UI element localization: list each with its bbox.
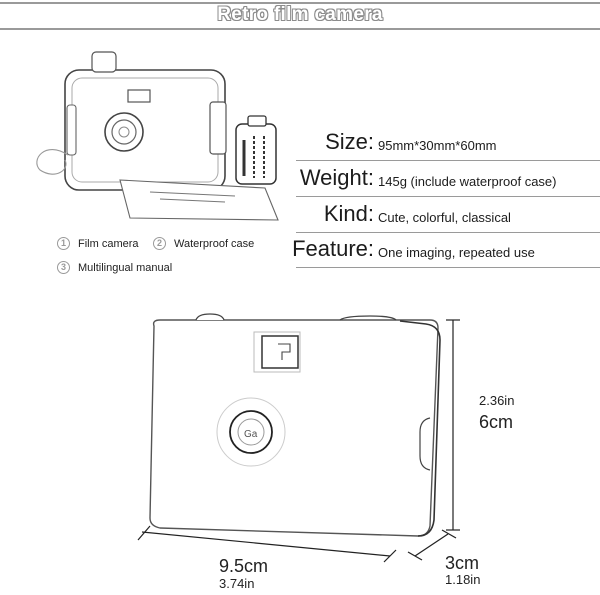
height-cm-label: 6cm <box>479 412 514 432</box>
legend-item-film-camera: 1 Film camera <box>57 237 139 250</box>
spec-label: Size: <box>325 129 374 154</box>
number-2-icon: 2 <box>153 237 166 250</box>
width-cm-label: 9.5cm <box>219 556 269 576</box>
spec-row-weight: Weight: 145g (include waterproof case) <box>296 163 600 197</box>
height-inches-label: 2.36in <box>479 393 515 408</box>
spec-value: One imaging, repeated use <box>378 245 535 260</box>
divider <box>296 160 600 161</box>
spec-label: Feature: <box>292 236 374 261</box>
depth-cm-label: 3cm <box>445 553 480 573</box>
legend-label: Multilingual manual <box>78 261 173 274</box>
header-top-rule <box>0 2 600 4</box>
svg-text:Ga: Ga <box>244 429 258 440</box>
divider <box>296 232 600 233</box>
depth-inches-label: 1.18in <box>445 572 481 587</box>
legend-item-multilingual-manual: 3 Multilingual manual <box>57 261 172 274</box>
spec-value: 145g (include waterproof case) <box>378 174 557 189</box>
page-title: Retro film camera <box>217 4 383 25</box>
legend-label: Waterproof case <box>174 237 255 250</box>
divider <box>296 267 600 268</box>
header-bottom-rule <box>0 28 600 30</box>
spec-row-feature: Feature: One imaging, repeated use <box>292 234 600 268</box>
spec-value: 95mm*30mm*60mm <box>378 138 497 153</box>
legend-label: Film camera <box>78 237 139 250</box>
spec-row-size: Size: 95mm*30mm*60mm <box>296 127 600 161</box>
spec-value: Cute, colorful, classical <box>378 210 511 225</box>
spec-label: Kind: <box>323 201 374 226</box>
number-1-icon: 1 <box>57 237 70 250</box>
legend-item-waterproof-case: 2 Waterproof case <box>153 237 254 250</box>
camera-dimension-drawing: Ga <box>137 313 460 563</box>
width-inches-label: 3.74in <box>219 576 255 591</box>
number-3-icon: 3 <box>57 261 70 274</box>
spec-row-kind: Kind: Cute, colorful, classical <box>296 199 600 233</box>
product-kit-illustration <box>36 51 279 221</box>
spec-label: Weight: <box>299 165 374 190</box>
divider <box>296 196 600 197</box>
